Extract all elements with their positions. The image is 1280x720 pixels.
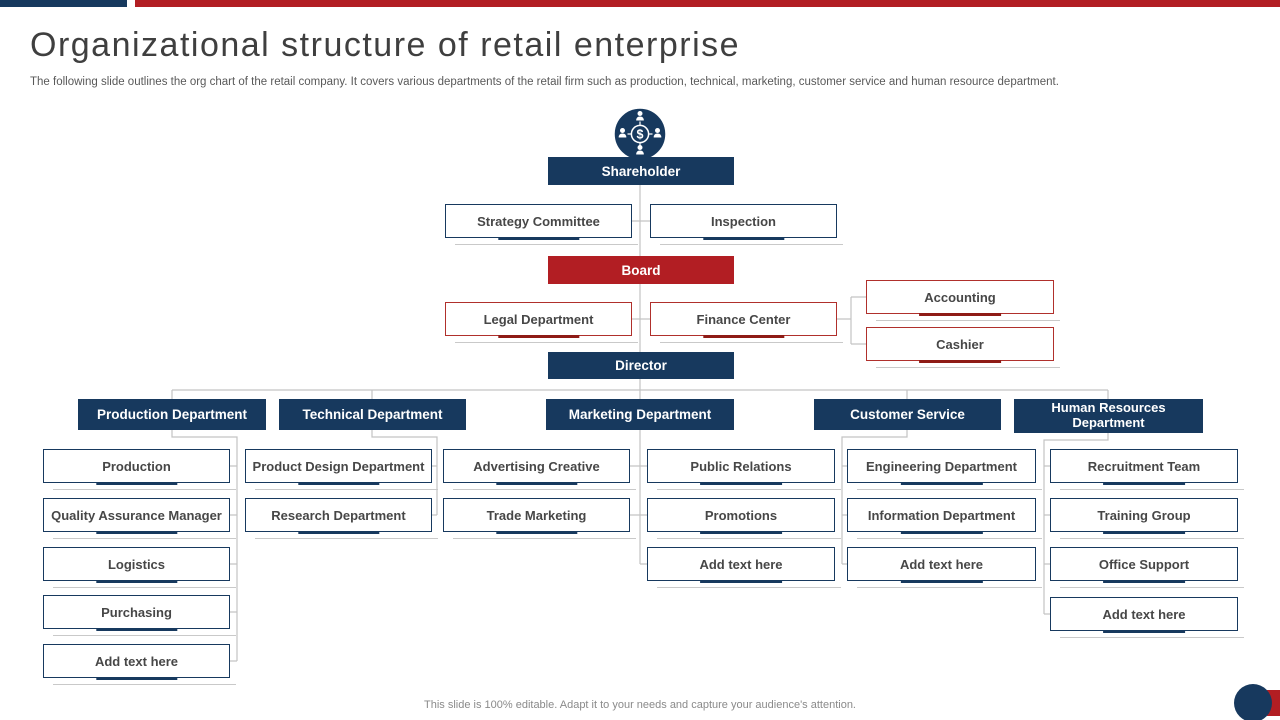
svg-text:$: $ [637, 128, 644, 142]
top-bar-red [135, 0, 1280, 7]
org-node-purchasing[interactable]: Purchasing [43, 595, 236, 636]
org-header-human-resources-department[interactable]: Human Resources Department [1014, 399, 1203, 433]
org-node-accounting[interactable]: Accounting [866, 280, 1060, 321]
org-node-promotions[interactable]: Promotions [647, 498, 841, 539]
org-node-engineering-department[interactable]: Engineering Department [847, 449, 1042, 490]
org-node-cashier[interactable]: Cashier [866, 327, 1060, 368]
org-node-research-department[interactable]: Research Department [245, 498, 438, 539]
org-node-trade-marketing[interactable]: Trade Marketing [443, 498, 636, 539]
org-header-customer-service[interactable]: Customer Service [814, 399, 1001, 430]
org-header-marketing-department[interactable]: Marketing Department [546, 399, 734, 430]
page-subtitle: The following slide outlines the org cha… [30, 76, 1059, 88]
org-node-logistics[interactable]: Logistics [43, 547, 236, 588]
shareholder-network-icon: $ [613, 107, 667, 161]
org-node-strategy-committee[interactable]: Strategy Committee [445, 204, 638, 245]
org-node-information-department[interactable]: Information Department [847, 498, 1042, 539]
page-title: Organizational structure of retail enter… [30, 26, 741, 64]
org-node-marketing-add-text[interactable]: Add text here [647, 547, 841, 588]
org-node-public-relations[interactable]: Public Relations [647, 449, 841, 490]
footer-note: This slide is 100% editable. Adapt it to… [424, 699, 856, 711]
org-node-customer-service-add-text[interactable]: Add text here [847, 547, 1042, 588]
org-header-technical-department[interactable]: Technical Department [279, 399, 466, 430]
org-node-inspection[interactable]: Inspection [650, 204, 843, 245]
top-bar-navy [0, 0, 127, 7]
org-node-advertising-creative[interactable]: Advertising Creative [443, 449, 636, 490]
org-node-recruitment-team[interactable]: Recruitment Team [1050, 449, 1244, 490]
org-node-hr-add-text[interactable]: Add text here [1050, 597, 1244, 638]
bottom-right-navy-circle [1234, 684, 1272, 720]
org-node-finance-center[interactable]: Finance Center [650, 302, 843, 343]
org-node-office-support[interactable]: Office Support [1050, 547, 1244, 588]
org-node-product-design-department[interactable]: Product Design Department [245, 449, 438, 490]
org-node-training-group[interactable]: Training Group [1050, 498, 1244, 539]
org-node-shareholder[interactable]: Shareholder [548, 157, 734, 185]
org-node-quality-assurance-manager[interactable]: Quality Assurance Manager [43, 498, 236, 539]
org-node-legal-department[interactable]: Legal Department [445, 302, 638, 343]
org-node-board[interactable]: Board [548, 256, 734, 284]
org-node-director[interactable]: Director [548, 352, 734, 379]
org-node-production-add-text[interactable]: Add text here [43, 644, 236, 685]
org-header-production-department[interactable]: Production Department [78, 399, 266, 430]
org-node-production[interactable]: Production [43, 449, 236, 490]
